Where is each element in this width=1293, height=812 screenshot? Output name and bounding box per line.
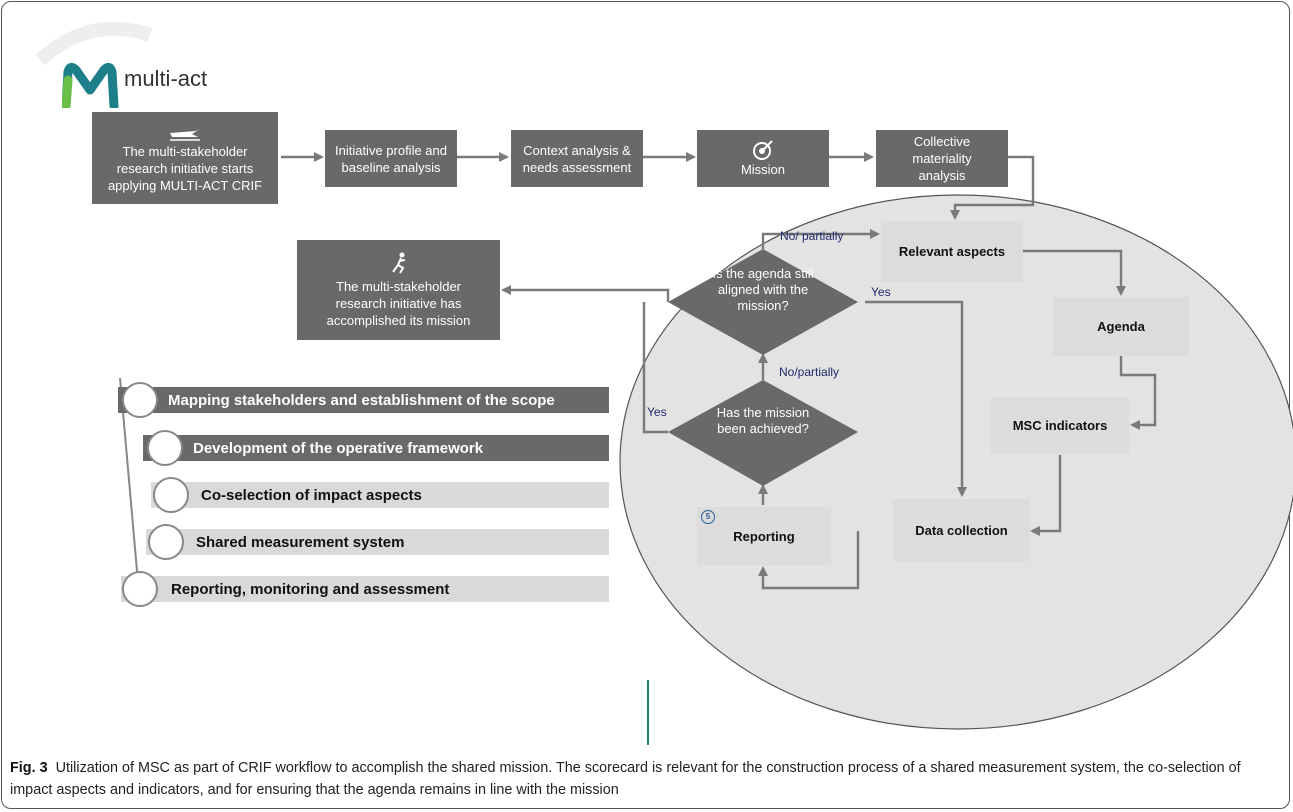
context-text: Context analysis & needs assessment [522, 142, 632, 175]
step-mapping: Mapping stakeholders and establishment o… [118, 387, 609, 413]
materiality-box: Collective materiality analysis [876, 130, 1008, 187]
msc-indicators-text: MSC indicators [1012, 418, 1108, 433]
logo-text: multi-act [124, 66, 208, 91]
profile-text: Initiative profile and baseline analysis [334, 142, 447, 175]
step-operative: Development of the operative framework [143, 435, 609, 461]
decision-diamond-mission [668, 380, 858, 486]
context-box: Context analysis & needs assessment [511, 130, 643, 187]
start-text: The multi-stakeholder research initiativ… [107, 143, 263, 193]
airplane-icon [170, 128, 200, 141]
relevant-aspects-text: Relevant aspects [898, 244, 1006, 259]
group-icon [147, 430, 183, 466]
reporting-box: 5 Reporting [697, 507, 831, 565]
agenda-box: Agenda [1053, 297, 1189, 356]
arrow-relevant-agenda [1023, 249, 1126, 296]
mission-text: Mission [740, 162, 786, 177]
arrow-yes-data [865, 300, 967, 497]
msc-indicators-box: MSC indicators [991, 397, 1129, 454]
decision-agenda-text: Is the agenda still aligned with the mis… [712, 266, 814, 313]
agenda-text: Agenda [1097, 319, 1145, 334]
arrow-materiality-relevant [950, 155, 1035, 220]
step-label: Co-selection of impact aspects [201, 486, 422, 504]
decision-diamond-agenda [668, 249, 858, 355]
profile-box: Initiative profile and baseline analysis [325, 130, 457, 187]
yes-label-right: Yes [871, 285, 891, 299]
reporting-text: Reporting [733, 528, 795, 544]
step-coselection: Co-selection of impact aspects [151, 482, 609, 508]
step-label: Mapping stakeholders and establishment o… [168, 391, 555, 409]
logo-swoosh [35, 21, 153, 66]
multi-act-logo: multi-act [62, 62, 252, 108]
start-box: The multi-stakeholder research initiativ… [92, 112, 278, 204]
target-icon [753, 140, 773, 160]
figure-caption: Fig. 3 Utilization of MSC as part of CRI… [10, 757, 1285, 801]
growth-people-icon [148, 524, 184, 560]
accomplished-text: The multi-stakeholder research initiativ… [326, 278, 471, 328]
arrow-msc-data [1030, 455, 1062, 536]
no-partially-label-top: No/ partially [780, 229, 844, 243]
decision-mission-text: Has the mission been achieved? [716, 405, 810, 436]
step-label: Development of the operative framework [193, 439, 484, 457]
arrow-data-reporting [758, 531, 860, 590]
data-collection-text: Data collection [915, 522, 1008, 538]
arrow-yes-up [642, 302, 668, 434]
relevant-aspects-box: Relevant aspects [881, 221, 1023, 282]
network-icon [122, 382, 158, 418]
materiality-text: Collective materiality analysis [912, 134, 972, 183]
step-reporting: Reporting, monitoring and assessment [121, 576, 609, 602]
steps-timeline [119, 377, 141, 606]
arrow-agenda-msc [1119, 356, 1157, 430]
presentation-icon [122, 571, 158, 607]
reporting-badge: 5 [701, 510, 715, 524]
step-shared-measurement: Shared measurement system [146, 529, 609, 555]
no-partially-label-mid: No/partially [779, 365, 840, 379]
step-label: Shared measurement system [196, 533, 405, 551]
mission-box: Mission [697, 130, 829, 187]
accomplished-box: The multi-stakeholder research initiativ… [297, 240, 500, 340]
arrow-no-partially-relevant [761, 229, 880, 249]
arrow-to-accomplished [501, 285, 670, 302]
runner-icon [391, 252, 405, 274]
caption-text: Utilization of MSC as part of CRIF workf… [10, 760, 1241, 798]
yes-label-left: Yes [647, 405, 667, 419]
data-collection-box: Data collection [893, 499, 1030, 561]
caption-label: Fig. 3 [10, 760, 48, 776]
location-people-icon [153, 477, 189, 513]
logo-m-icon [62, 62, 119, 108]
step-label: Reporting, monitoring and assessment [171, 580, 450, 598]
